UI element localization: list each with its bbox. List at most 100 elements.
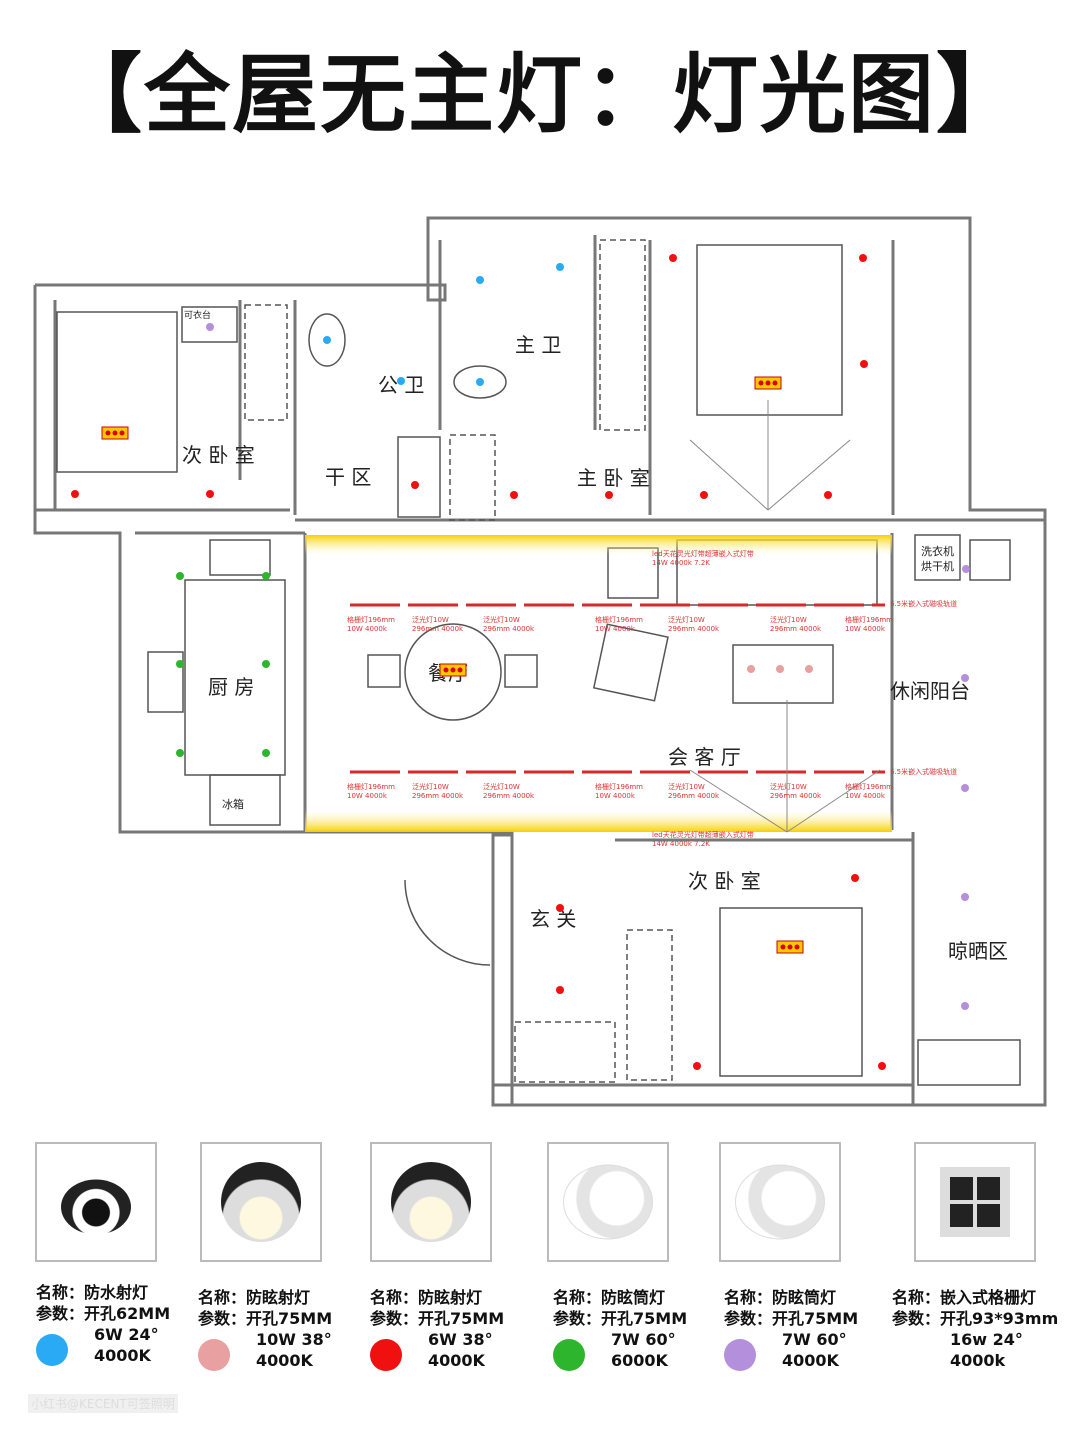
track-label: 296mm 4000k: [483, 792, 535, 800]
track-label: 10W 4000k: [845, 625, 886, 633]
product-image: [370, 1142, 492, 1262]
purple-light-icon: [961, 1002, 969, 1010]
track-label: 泛光灯10W: [483, 782, 520, 791]
lamp-icon: [61, 1170, 131, 1235]
legend-item: 名称：防眩射灯参数：开孔75MM: [370, 1287, 504, 1329]
legend-color-dot-icon: [553, 1339, 585, 1371]
red-light-icon: [878, 1062, 886, 1070]
track-label: 泛光灯10W: [412, 615, 449, 624]
legend-color-dot-icon: [370, 1339, 402, 1371]
furniture: [56, 239, 1021, 1086]
bed-second-bedroom-2: [719, 907, 863, 1077]
track-label: 泛光灯10W: [668, 615, 705, 624]
grille-light-icon: [101, 426, 129, 440]
legend-spec-cct: 4000K: [256, 1351, 313, 1370]
green-light-icon: [262, 660, 270, 668]
fridge: [209, 774, 281, 826]
green-light-icon: [262, 749, 270, 757]
legend-item: 名称：防水射灯参数：开孔62MM: [36, 1282, 170, 1324]
label-drying-area: 晾晒区: [948, 939, 1008, 963]
pink-light-icon: [747, 665, 755, 673]
blue-light-icon: [397, 377, 405, 385]
label-public-bath: 公 卫: [378, 373, 424, 397]
blue-light-icon: [323, 336, 331, 344]
lamp-icon: [735, 1164, 825, 1240]
legend-item: 名称：防眩筒灯参数：开孔75MM: [724, 1287, 858, 1329]
legend-item: 名称：嵌入式格栅灯参数：开孔93*93mm: [892, 1287, 1058, 1329]
legend-name: 名称：嵌入式格栅灯: [892, 1288, 1037, 1307]
legend-item: 名称：防眩射灯参数：开孔75MM: [198, 1287, 332, 1329]
green-light-icon: [262, 572, 270, 580]
legend-spec-power: 6W 38°: [428, 1330, 493, 1349]
page-title: 【全屋无主灯：灯光图】: [56, 45, 1024, 145]
coffee-table: [732, 644, 834, 704]
purple-light-icon: [961, 674, 969, 682]
purple-light-icon: [962, 565, 970, 573]
label-dry-area: 干 区: [325, 465, 371, 489]
red-light-icon: [605, 491, 613, 499]
track-label: 296mm 4000k: [483, 625, 535, 633]
label-second-bedroom-1: 次 卧 室: [182, 443, 255, 467]
legend-param: 参数：开孔75MM: [198, 1309, 333, 1328]
legend-param: 参数：开孔75MM: [370, 1309, 505, 1328]
track-label: 格栅灯196mm: [347, 615, 395, 624]
red-light-icon: [700, 491, 708, 499]
label-entrance: 玄 关: [530, 907, 576, 931]
label-balcony: 休闲阳台: [890, 679, 970, 703]
grille-light-icon: [754, 376, 782, 390]
legend-spec-cct: 6000K: [611, 1351, 668, 1370]
legend-name: 名称：防眩射灯: [370, 1288, 483, 1307]
track-label: 296mm 4000k: [668, 625, 720, 633]
sink: [147, 651, 184, 713]
track-label: 泛光灯10W: [412, 782, 449, 791]
dining-table: [404, 623, 502, 721]
product-image: [719, 1142, 841, 1262]
track-label: 296mm 4000k: [770, 792, 822, 800]
legend-spec-power: 16w 24°: [950, 1330, 1023, 1349]
track-label: 10W 4000k: [845, 792, 886, 800]
track-label: 10W 4000k: [347, 625, 388, 633]
label-fridge: 冰箱: [222, 797, 244, 811]
track-label: 296mm 4000k: [770, 625, 822, 633]
red-light-icon: [71, 490, 79, 498]
red-light-icon: [411, 481, 419, 489]
red-light-icon: [206, 490, 214, 498]
legend-param: 参数：开孔93*93mm: [892, 1309, 1059, 1328]
legend-name: 名称：防水射灯: [36, 1283, 149, 1302]
legend-param: 参数：开孔75MM: [553, 1309, 688, 1328]
red-light-icon: [556, 904, 564, 912]
watermark: 小红书@KECENT可签照明: [28, 1394, 178, 1413]
bed-master-bedroom: [696, 244, 843, 416]
green-light-icon: [176, 749, 184, 757]
entry-door: [404, 879, 491, 966]
track-label: 格栅灯196mm: [595, 615, 643, 624]
track-name-bottom: 6.5米嵌入式磁吸轨道: [890, 767, 957, 776]
pink-light-icon: [805, 665, 813, 673]
red-light-icon: [851, 874, 859, 882]
legend-spec-cct: 4000k: [950, 1351, 1006, 1370]
red-light-icon: [860, 360, 868, 368]
track-label: 格栅灯196mm: [845, 782, 893, 791]
legend-spec-power: 7W 60°: [782, 1330, 847, 1349]
floor-plan: 次 卧 室 主 卫 公 卫 干 区 主 卧 室 厨 房 餐厅 会 客 厅 休闲阳…: [33, 216, 1047, 1107]
bed-second-bedroom-1: [56, 311, 178, 473]
track-label: 10W 4000k: [595, 792, 636, 800]
stove: [209, 539, 271, 576]
purple-light-icon: [961, 893, 969, 901]
legend-color-dot-icon: [724, 1339, 756, 1371]
legend-spec-cct: 4000K: [782, 1351, 839, 1370]
track-label: 10W 4000k: [347, 792, 388, 800]
legend-param: 参数：开孔62MM: [36, 1304, 171, 1323]
blue-light-icon: [476, 378, 484, 386]
label-washer: 洗衣机: [921, 544, 954, 558]
legend-spec-cct: 4000K: [428, 1351, 485, 1370]
label-living: 会 客 厅: [668, 745, 741, 769]
red-light-icon: [669, 254, 677, 262]
legend-spec-power: 7W 60°: [611, 1330, 676, 1349]
grille-light-icon: [776, 940, 804, 954]
strip-label-2: led天花灵光灯带超薄嵌入式灯带: [652, 830, 754, 839]
lamp-icon: [221, 1162, 301, 1242]
label-master-bath: 主 卫: [515, 333, 561, 357]
track-label: 296mm 4000k: [412, 792, 464, 800]
